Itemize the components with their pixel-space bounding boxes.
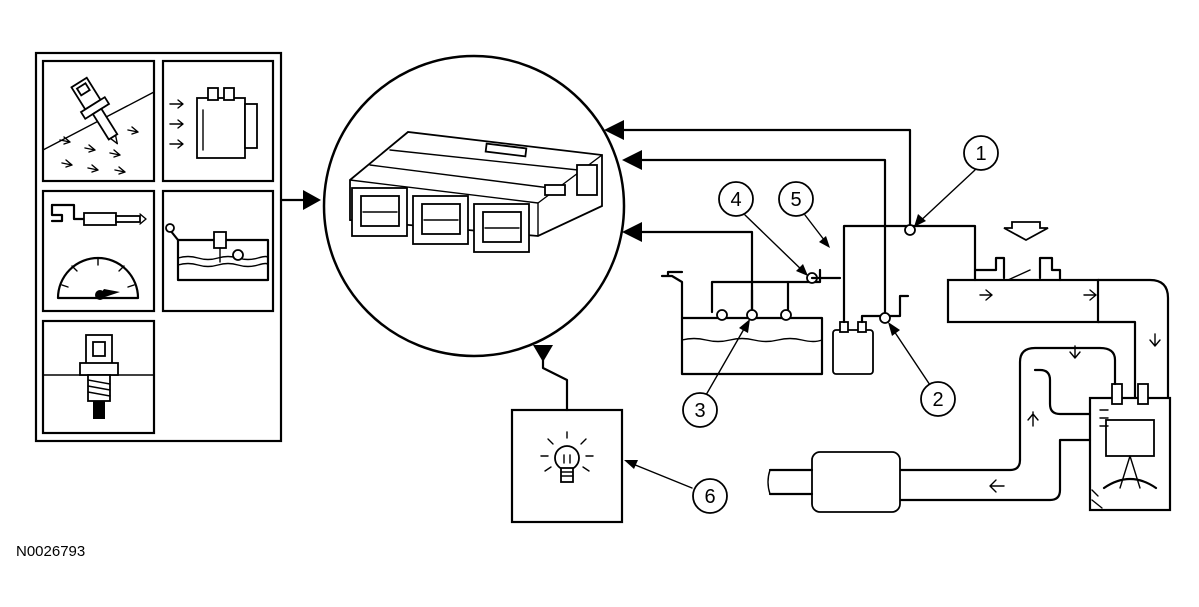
panel-to-module-arrow [279, 190, 321, 210]
indicator-lamp-icon [510, 408, 624, 524]
module-to-lamp-line [533, 345, 569, 412]
mass-air-flow-meter-icon [161, 59, 275, 183]
sensor-panel [34, 51, 283, 443]
figure-id: N0026793 [16, 543, 85, 560]
callout-2: 2 [932, 389, 943, 411]
engine-cylinder [1088, 383, 1172, 512]
canister [806, 224, 977, 375]
air-flow-sensor-icon [41, 59, 156, 183]
callout-3: 3 [694, 400, 705, 422]
callout-1: 1 [975, 143, 986, 165]
control-module-icon [322, 54, 626, 358]
fuel-tank [660, 268, 824, 376]
exhaust-system [767, 345, 1117, 513]
callout-5: 5 [790, 189, 801, 211]
pressure-sender-gauge-icon [41, 189, 156, 313]
intake-manifold [946, 221, 1170, 400]
callout-6: 6 [704, 486, 715, 508]
fuel-tank-sender-icon [161, 189, 275, 313]
callout-4: 4 [730, 189, 741, 211]
temperature-sensor-icon [41, 319, 156, 435]
callouts: 1 2 3 4 5 6 [624, 135, 999, 514]
signal-lines [604, 120, 912, 322]
